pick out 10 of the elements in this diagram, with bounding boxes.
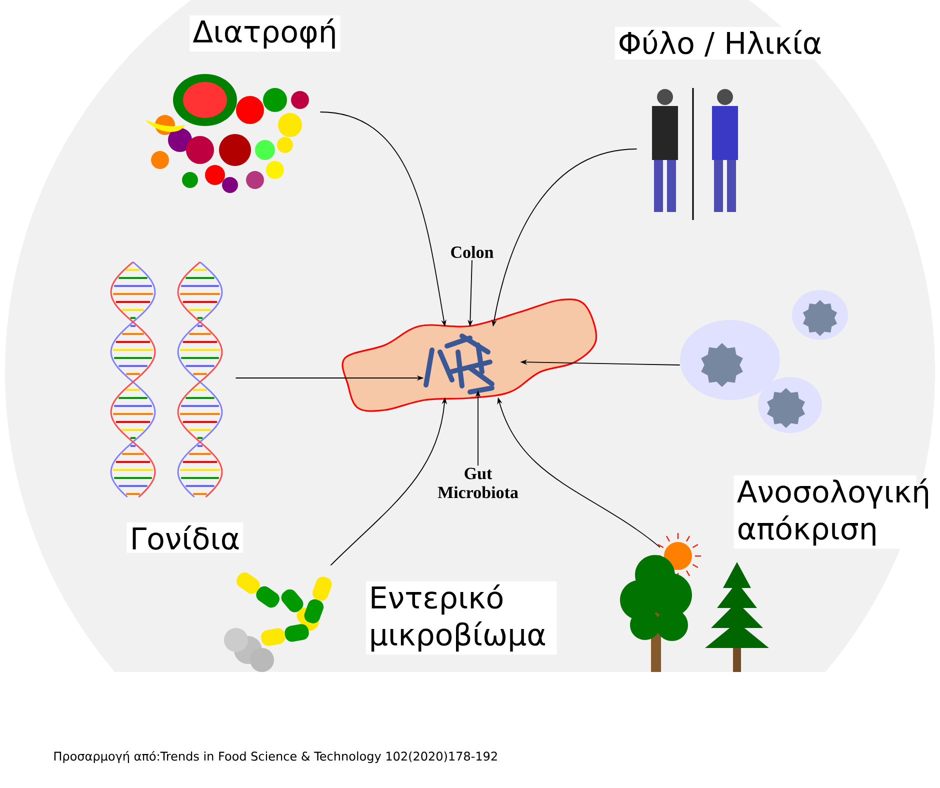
pointer-label: Gut Microbiota <box>438 468 518 498</box>
factor-label: Ανοσολογική απόκριση <box>734 475 928 549</box>
factor-label: Φύλο / Ηλικία <box>614 26 826 60</box>
bacteria-drawing <box>424 334 494 394</box>
factor-label: Εντερικό μικροβίωμα <box>366 581 557 655</box>
caption: Προσαρμογή από:Trends in Food Science & Technology 102(2020)178-192 <box>54 750 497 764</box>
factor-label: Διατροφή <box>190 15 340 52</box>
colon-drawing <box>342 298 598 412</box>
factor-label: Γονίδια <box>126 522 244 553</box>
pointer-label: Colon <box>451 246 494 258</box>
